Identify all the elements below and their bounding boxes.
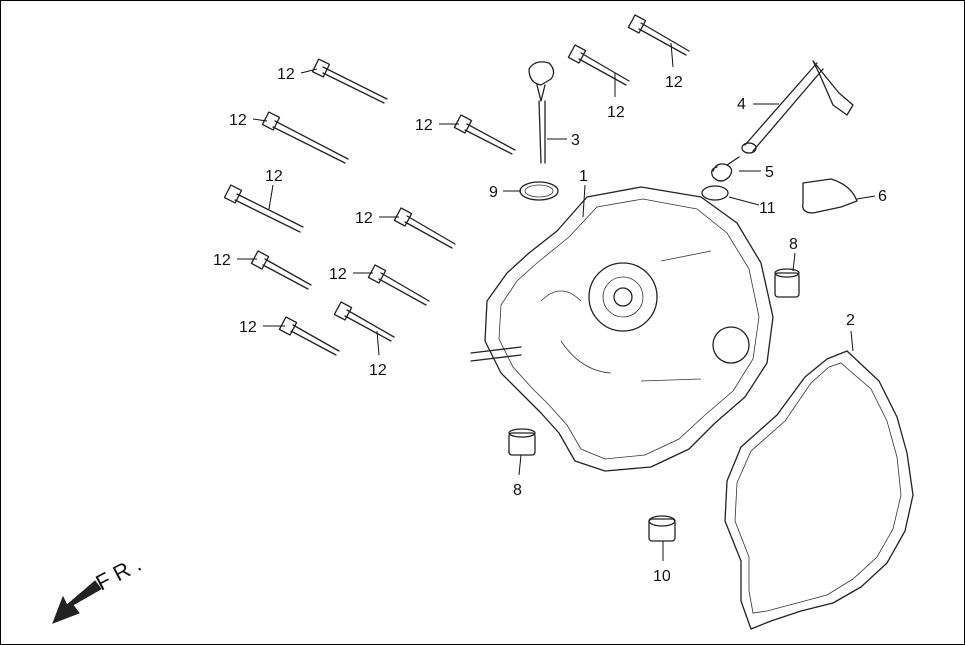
dowel-pin-right: [774, 268, 800, 298]
callout-11: 11: [759, 200, 776, 217]
stopper-plate: [802, 178, 858, 214]
oil-seal: [648, 515, 676, 542]
callout-3: 3: [571, 132, 580, 149]
bolt-7: [393, 207, 456, 249]
callout-12-i: 12: [369, 362, 387, 379]
front-direction-arrow-icon: [52, 580, 102, 624]
callout-12-f: 12: [415, 117, 433, 134]
callout-9: 9: [489, 184, 498, 201]
callout-12-b: 12: [229, 112, 247, 129]
callout-1: 1: [579, 168, 588, 185]
bolt-3: [223, 184, 304, 233]
bolt-11: [627, 14, 690, 56]
washer: [701, 185, 729, 201]
front-direction-label: FR.: [92, 548, 151, 595]
bolt-2: [261, 111, 349, 164]
callout-10: 10: [653, 568, 671, 585]
gasket: [724, 350, 914, 630]
oil-dipstick: [528, 61, 555, 164]
bolt-8: [367, 264, 430, 306]
bolt-5: [278, 316, 340, 356]
callout-8-right: 8: [789, 236, 798, 253]
callout-12-g: 12: [355, 210, 373, 227]
callout-12-j: 12: [607, 104, 625, 121]
callout-12-a: 12: [277, 66, 295, 83]
callout-2: 2: [846, 312, 855, 329]
crankcase-cover: [470, 186, 774, 472]
dowel-pin-left: [508, 428, 536, 456]
callout-8-left: 8: [513, 482, 522, 499]
callout-4: 4: [737, 96, 746, 113]
callout-12-h: 12: [329, 266, 347, 283]
kick-shaft: [741, 60, 854, 154]
callout-6: 6: [878, 188, 887, 205]
callout-12-c: 12: [265, 168, 283, 185]
callout-12-k: 12: [665, 74, 683, 91]
bolt-6: [453, 114, 516, 155]
return-spring: [711, 156, 740, 182]
callout-12-d: 12: [213, 252, 231, 269]
bolt-10: [567, 44, 630, 86]
leader-lines: [237, 42, 876, 561]
callout-5: 5: [765, 164, 774, 181]
bolt-1: [311, 58, 388, 104]
bolt-9: [333, 301, 395, 342]
bolt-4: [250, 250, 312, 290]
callout-12-e: 12: [239, 319, 257, 336]
